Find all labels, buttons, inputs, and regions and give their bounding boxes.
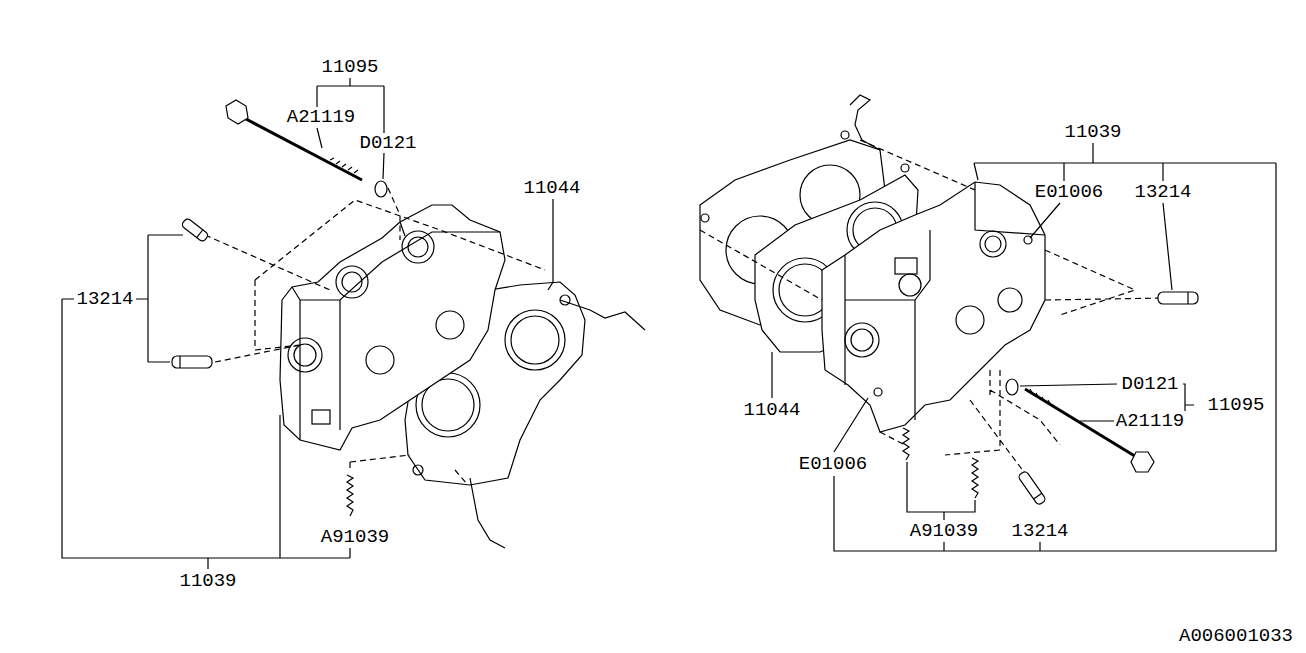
cylinder-bore bbox=[505, 310, 565, 370]
gasket-hole bbox=[701, 214, 709, 222]
intake-port bbox=[985, 236, 1001, 252]
head-boss bbox=[895, 258, 917, 274]
callout-number: D0121 bbox=[1119, 374, 1180, 394]
cylinder-bore bbox=[511, 316, 559, 364]
callout-number: D0121 bbox=[357, 133, 418, 153]
bolt-thread bbox=[1030, 389, 1051, 405]
dowel-pin bbox=[1158, 292, 1198, 304]
callout-number: E01006 bbox=[1033, 182, 1105, 202]
gasket-hole bbox=[841, 131, 849, 139]
intake-port bbox=[336, 266, 368, 298]
intake-port bbox=[402, 231, 434, 263]
dowel-pin bbox=[181, 217, 209, 242]
leader-line bbox=[548, 199, 553, 290]
gasket-hole bbox=[413, 465, 423, 475]
callout-number: 13214 bbox=[74, 289, 135, 309]
callout-number: A21119 bbox=[285, 107, 357, 127]
gasket-hole bbox=[560, 295, 570, 305]
leader-line bbox=[62, 299, 350, 569]
leader-line bbox=[771, 352, 772, 398]
callout-number: 11044 bbox=[741, 400, 802, 420]
callout-number: 11095 bbox=[1205, 395, 1266, 415]
head-edge bbox=[292, 222, 500, 440]
callout-number: A91039 bbox=[319, 527, 391, 547]
callout-number: 11044 bbox=[521, 178, 582, 198]
callout-number: A21119 bbox=[1114, 411, 1186, 431]
cylinder-head bbox=[822, 182, 1045, 432]
leader-line bbox=[907, 462, 975, 520]
leader-line bbox=[62, 235, 183, 362]
stud-bolt bbox=[347, 475, 353, 516]
intake-port bbox=[899, 274, 921, 296]
callout-number: A91039 bbox=[908, 521, 980, 541]
cam-bore bbox=[294, 344, 316, 366]
callout-number: 11039 bbox=[177, 571, 238, 591]
head-boss bbox=[312, 410, 330, 424]
callout-number: E01006 bbox=[797, 454, 869, 474]
stud-bolt bbox=[972, 458, 978, 498]
callout-number: A006001033 bbox=[1177, 626, 1295, 646]
bolt-head bbox=[1131, 452, 1154, 472]
callout-number: 13214 bbox=[1009, 521, 1070, 541]
bolt-thread bbox=[330, 158, 358, 173]
engine-block-outline bbox=[470, 300, 645, 548]
gasket-hole bbox=[901, 164, 909, 172]
assembly-line bbox=[205, 188, 545, 485]
head-hole bbox=[998, 288, 1022, 312]
cam-bore bbox=[851, 329, 873, 351]
head-edge bbox=[845, 182, 1045, 420]
dowel-pin bbox=[172, 356, 212, 368]
cam-bore bbox=[288, 338, 322, 372]
head-hole bbox=[436, 311, 464, 339]
intake-port bbox=[342, 272, 362, 292]
cam-bore bbox=[845, 323, 879, 357]
head-bolt bbox=[244, 118, 362, 180]
bolt-head bbox=[226, 100, 248, 124]
head-hole bbox=[366, 346, 394, 374]
stud-bolt bbox=[903, 428, 909, 460]
head-hole bbox=[956, 306, 984, 334]
leader-line bbox=[834, 143, 1276, 551]
intake-port bbox=[980, 231, 1006, 257]
callout-number: 13214 bbox=[1132, 182, 1193, 202]
callout-number: 11039 bbox=[1062, 122, 1123, 142]
dowel-pin bbox=[1018, 470, 1047, 505]
washer bbox=[375, 181, 387, 197]
leader-line bbox=[317, 78, 384, 179]
intake-port bbox=[408, 237, 428, 257]
washer bbox=[1006, 379, 1018, 395]
callout-number: 11095 bbox=[319, 57, 380, 77]
head-hole bbox=[874, 388, 882, 396]
assembly-line bbox=[700, 140, 1165, 480]
